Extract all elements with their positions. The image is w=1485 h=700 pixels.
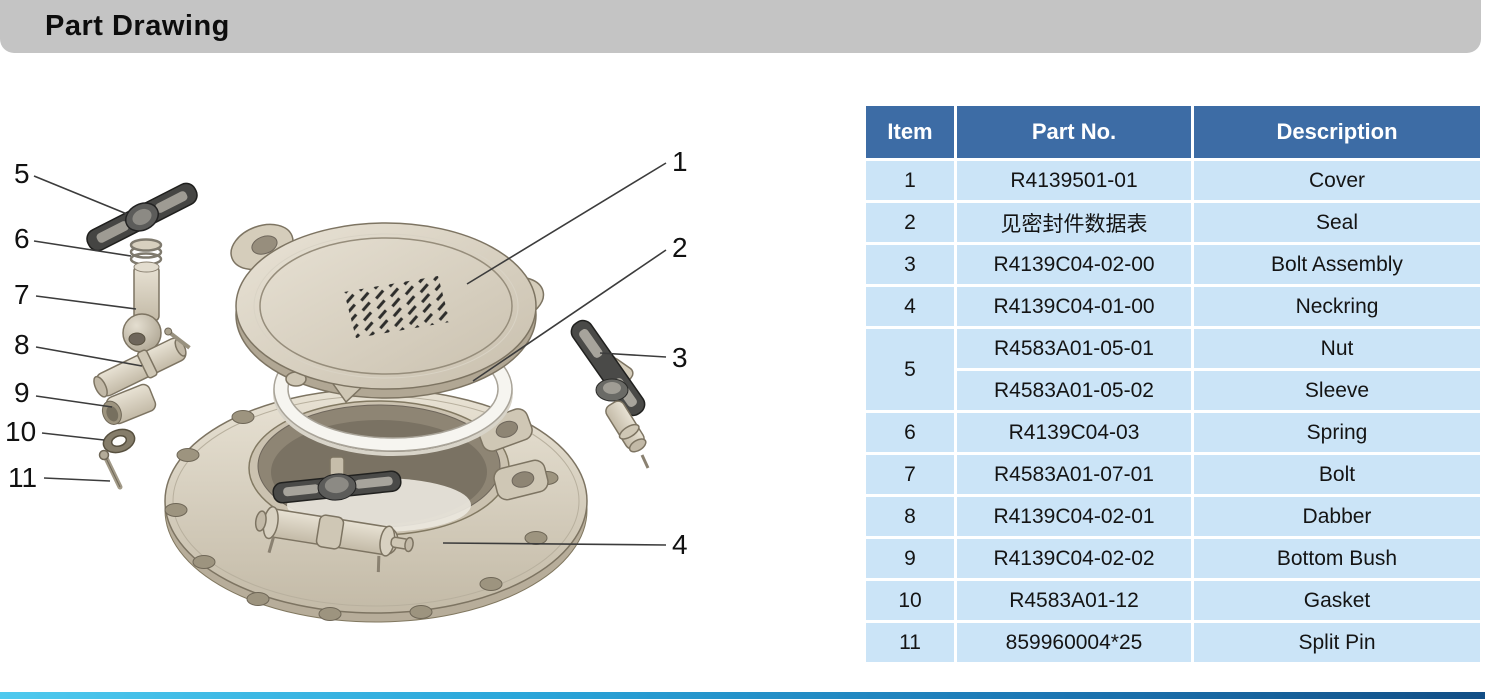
item-cell: 9 — [866, 539, 954, 578]
page-title: Part Drawing — [45, 10, 230, 42]
flange-bolt-holes — [164, 410, 559, 621]
callout-labels: 1 2 3 4 5 6 7 8 9 10 11 — [5, 146, 688, 560]
item-cell: 11 — [866, 623, 954, 662]
description-cell: Nut — [1194, 329, 1480, 368]
neckring-lug — [493, 459, 549, 501]
bolt-drawing — [122, 261, 162, 353]
callout-leader-lines — [33, 162, 667, 546]
item-cell: 3 — [866, 245, 954, 284]
callout-3: 3 — [672, 342, 688, 373]
split-pin-drawing — [98, 449, 123, 490]
table-row: 1 R4139501-01 Cover — [866, 161, 1480, 200]
part-no-cell: R4583A01-07-01 — [957, 455, 1191, 494]
callout-11: 11 — [8, 462, 37, 493]
neckring-latch — [254, 456, 414, 573]
callout-2: 2 — [672, 232, 688, 263]
callout-5: 5 — [14, 158, 30, 189]
callout-4: 4 — [672, 529, 688, 560]
part-no-cell: R4139501-01 — [957, 161, 1191, 200]
description-cell: Seal — [1194, 203, 1480, 242]
col-header-part-no: Part No. — [957, 106, 1191, 158]
table-row: 7 R4583A01-07-01 Bolt — [866, 455, 1480, 494]
part-no-cell: 859960004*25 — [957, 623, 1191, 662]
col-header-description: Description — [1194, 106, 1480, 158]
table-row: 9 R4139C04-02-02 Bottom Bush — [866, 539, 1480, 578]
description-cell: Split Pin — [1194, 623, 1480, 662]
description-cell: Sleeve — [1194, 371, 1480, 410]
description-cell: Cover — [1194, 161, 1480, 200]
item-cell: 8 — [866, 497, 954, 536]
table-header-row: Item Part No. Description — [866, 106, 1480, 158]
callout-8: 8 — [14, 329, 30, 360]
cover-texture — [344, 276, 450, 338]
item-cell: 1 — [866, 161, 954, 200]
col-header-item: Item — [866, 106, 954, 158]
parts-table: Item Part No. Description 1 R4139501-01 … — [863, 103, 1483, 665]
exploded-part-drawing: 1 2 3 4 5 6 7 8 9 10 11 — [5, 146, 688, 623]
item-cell: 6 — [866, 413, 954, 452]
gasket-drawing — [102, 428, 136, 454]
callout-10: 10 — [5, 416, 36, 447]
bolt-assembly-drawing — [570, 319, 650, 469]
part-no-cell: R4139C04-03 — [957, 413, 1191, 452]
part-no-cell: R4139C04-02-01 — [957, 497, 1191, 536]
table-row: 4 R4139C04-01-00 Neckring — [866, 287, 1480, 326]
dabber-drawing — [93, 327, 191, 398]
callout-7: 7 — [14, 279, 30, 310]
part-no-cell: 见密封件数据表 — [957, 203, 1191, 242]
item-cell: 7 — [866, 455, 954, 494]
description-cell: Bottom Bush — [1194, 539, 1480, 578]
footer-accent-strip — [0, 692, 1485, 699]
callout-9: 9 — [14, 377, 30, 408]
part-no-cell: R4583A01-12 — [957, 581, 1191, 620]
description-cell: Neckring — [1194, 287, 1480, 326]
table-row: R4583A01-05-02 Sleeve — [866, 371, 1480, 410]
table-row: 6 R4139C04-03 Spring — [866, 413, 1480, 452]
cover-drawing — [230, 222, 545, 404]
part-no-cell: R4583A01-05-02 — [957, 371, 1191, 410]
nut-drawing — [86, 182, 198, 252]
neckring-drawing — [164, 388, 588, 623]
table-row: 11 859960004*25 Split Pin — [866, 623, 1480, 662]
part-no-cell: R4583A01-05-01 — [957, 329, 1191, 368]
callout-1: 1 — [672, 146, 688, 177]
spring-drawing — [129, 238, 163, 266]
description-cell: Dabber — [1194, 497, 1480, 536]
table-row: 10 R4583A01-12 Gasket — [866, 581, 1480, 620]
description-cell: Bolt — [1194, 455, 1480, 494]
item-cell: 4 — [866, 287, 954, 326]
item-cell: 10 — [866, 581, 954, 620]
part-no-cell: R4139C04-02-00 — [957, 245, 1191, 284]
table-row: 2 见密封件数据表 Seal — [866, 203, 1480, 242]
item-cell: 2 — [866, 203, 954, 242]
description-cell: Bolt Assembly — [1194, 245, 1480, 284]
title-bar: Part Drawing — [0, 0, 1481, 53]
item-cell: 5 — [866, 329, 954, 410]
bottom-bush-drawing — [101, 383, 157, 425]
table-row: 8 R4139C04-02-01 Dabber — [866, 497, 1480, 536]
part-no-cell: R4139C04-01-00 — [957, 287, 1191, 326]
description-cell: Spring — [1194, 413, 1480, 452]
callout-6: 6 — [14, 223, 30, 254]
table-row: 5 R4583A01-05-01 Nut — [866, 329, 1480, 410]
table-row: 3 R4139C04-02-00 Bolt Assembly — [866, 245, 1480, 284]
part-no-cell: R4139C04-02-02 — [957, 539, 1191, 578]
description-cell: Gasket — [1194, 581, 1480, 620]
